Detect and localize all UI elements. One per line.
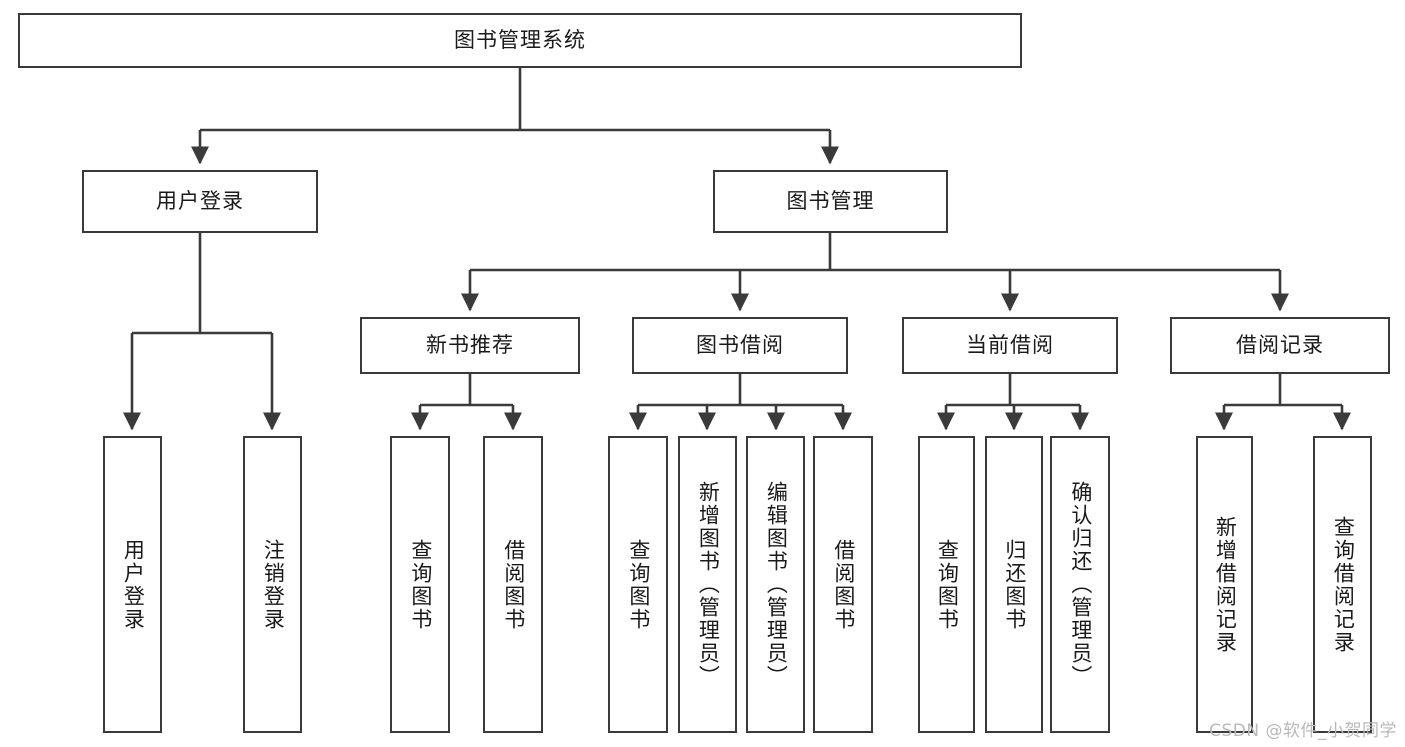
edges-userlogin-to-leaves <box>122 233 282 431</box>
node-leaf-confirm-return-label: 确认归还（管理员） <box>1068 481 1093 688</box>
node-leaf-borrow-book-2[interactable]: 借阅图书 <box>813 436 873 733</box>
node-leaf-return-book[interactable]: 归还图书 <box>985 436 1043 733</box>
node-book-borrow-label: 图书借阅 <box>696 332 784 357</box>
node-leaf-add-record[interactable]: 新增借阅记录 <box>1196 436 1253 733</box>
node-leaf-query-book-2[interactable]: 查询图书 <box>608 436 668 733</box>
node-leaf-borrow-book-1-label: 借阅图书 <box>501 538 526 631</box>
node-leaf-return-book-label: 归还图书 <box>1002 538 1027 631</box>
node-leaf-add-book[interactable]: 新增图书（管理员） <box>678 436 737 733</box>
node-leaf-confirm-return[interactable]: 确认归还（管理员） <box>1050 436 1110 733</box>
node-leaf-query-book-3[interactable]: 查询图书 <box>918 436 975 733</box>
edges-bookborrow-to-leaves <box>628 374 853 431</box>
edges-bookmanage-to-level2 <box>460 233 1290 312</box>
node-leaf-add-book-label: 新增图书（管理员） <box>696 481 721 688</box>
node-new-book-rec-label: 新书推荐 <box>426 332 514 357</box>
node-leaf-user-login[interactable]: 用户登录 <box>103 436 162 733</box>
node-leaf-edit-book-label: 编辑图书（管理员） <box>764 481 789 688</box>
node-leaf-user-login-label: 用户登录 <box>121 538 146 631</box>
node-leaf-add-record-label: 新增借阅记录 <box>1213 515 1238 654</box>
edges-borrowrecord-to-leaves <box>1214 374 1352 431</box>
node-new-book-rec[interactable]: 新书推荐 <box>360 317 580 374</box>
node-leaf-borrow-book-2-label: 借阅图书 <box>831 538 856 631</box>
node-current-borrow[interactable]: 当前借阅 <box>902 317 1118 374</box>
node-root[interactable]: 图书管理系统 <box>18 13 1022 68</box>
edges-currentborrow-to-leaves <box>936 374 1090 431</box>
node-leaf-query-book-1[interactable]: 查询图书 <box>390 436 450 733</box>
node-leaf-user-logout-label: 注销登录 <box>261 538 286 631</box>
node-book-borrow[interactable]: 图书借阅 <box>632 317 848 374</box>
node-book-manage-label: 图书管理 <box>786 188 875 213</box>
node-borrow-record-label: 借阅记录 <box>1236 332 1324 357</box>
node-user-login[interactable]: 用户登录 <box>82 170 318 233</box>
watermark: CSDN @软件_小贺同学 <box>1209 721 1397 741</box>
node-user-login-label: 用户登录 <box>156 188 244 213</box>
node-leaf-edit-book[interactable]: 编辑图书（管理员） <box>746 436 805 733</box>
node-book-manage[interactable]: 图书管理 <box>713 170 948 233</box>
node-leaf-query-book-2-label: 查询图书 <box>626 538 651 631</box>
node-root-label: 图书管理系统 <box>454 27 586 52</box>
node-current-borrow-label: 当前借阅 <box>966 332 1054 357</box>
node-leaf-query-book-3-label: 查询图书 <box>935 538 960 631</box>
node-leaf-query-book-1-label: 查询图书 <box>408 538 433 631</box>
node-leaf-query-record-label: 查询借阅记录 <box>1331 515 1356 654</box>
node-leaf-query-record[interactable]: 查询借阅记录 <box>1313 436 1372 733</box>
node-borrow-record[interactable]: 借阅记录 <box>1170 317 1390 374</box>
node-leaf-user-logout[interactable]: 注销登录 <box>243 436 302 733</box>
edges-newbook-to-leaves <box>410 374 523 431</box>
node-leaf-borrow-book-1[interactable]: 借阅图书 <box>483 436 543 733</box>
edges-root-to-level1 <box>190 68 840 165</box>
